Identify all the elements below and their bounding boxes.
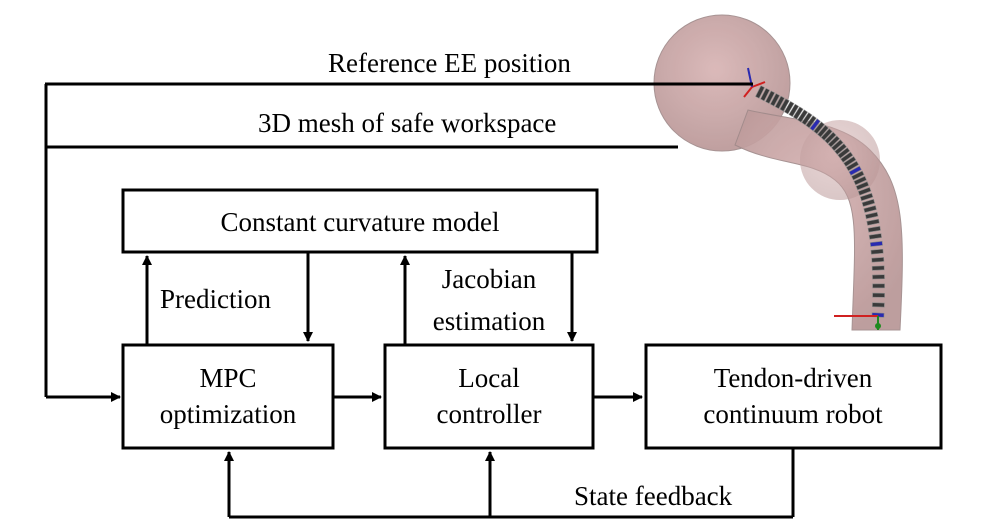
robot-disc	[845, 160, 860, 172]
robot-disc	[872, 292, 885, 298]
robot-disc	[853, 175, 867, 186]
robot-disc	[805, 115, 817, 129]
model-arrows	[142, 252, 577, 345]
state-feedback-label: State feedback	[574, 481, 733, 511]
robot-disc	[837, 147, 851, 159]
robot-disc	[770, 93, 780, 107]
robot-block-line1: Tendon-driven	[714, 363, 873, 393]
feedback-lines	[224, 448, 795, 519]
robot-disc	[755, 85, 765, 99]
robot-disc	[809, 118, 821, 132]
robot-disc	[872, 283, 885, 289]
robot-disc	[765, 90, 776, 104]
mpc-block	[121, 343, 335, 450]
model-block	[121, 188, 599, 254]
robot-disc	[843, 156, 857, 167]
robot-disc	[861, 198, 876, 207]
robot-disc	[779, 98, 790, 112]
robot-disc	[760, 87, 771, 102]
robot-disc	[871, 257, 885, 263]
robot-disc	[827, 135, 841, 148]
robot-disc	[868, 233, 882, 240]
robot-disc	[859, 192, 874, 202]
robot-disc	[774, 95, 785, 110]
robot-disc	[865, 211, 879, 220]
robot-workspace-illustration	[653, 14, 903, 331]
reference-ee-label: Reference EE position	[328, 48, 571, 78]
robot-disc	[872, 274, 885, 280]
robot-disc	[871, 265, 885, 271]
robot-disc	[831, 139, 844, 152]
prediction-label: Prediction	[160, 284, 271, 314]
mpc-block-line2: optimization	[160, 399, 297, 429]
robot-block	[644, 343, 943, 450]
robot-block-line2: continuum robot	[703, 399, 883, 429]
robot-disc	[866, 218, 880, 226]
robot-disc	[813, 121, 825, 135]
mesh-label: 3D mesh of safe workspace	[258, 108, 556, 138]
robot-disc	[824, 131, 837, 145]
local-block-line2: controller	[437, 399, 542, 429]
base-frame-icon	[834, 315, 881, 330]
robot-disc	[867, 225, 881, 233]
robot-disc	[872, 302, 885, 308]
robot-disc	[788, 103, 800, 117]
robot-disc	[834, 143, 847, 155]
robot-disc	[817, 124, 829, 138]
robot-disc	[784, 101, 795, 115]
jacobian-label-line1: Jacobian	[442, 264, 537, 294]
local-block-line1: Local	[458, 363, 519, 393]
robot-disc	[870, 248, 884, 255]
robot-disc	[792, 106, 804, 120]
jacobian-label-line2: estimation	[433, 306, 546, 336]
robot-disc	[869, 240, 883, 247]
robot-disc	[855, 181, 870, 191]
local-controller-block	[383, 343, 595, 450]
continuum-robot-body	[755, 85, 885, 318]
model-block-label: Constant curvature model	[221, 207, 500, 237]
robot-disc	[840, 151, 854, 163]
robot-disc	[851, 170, 865, 181]
robot-disc	[848, 165, 862, 176]
robot-disc	[797, 109, 808, 123]
robot-disc	[863, 205, 877, 213]
robot-disc	[801, 112, 813, 126]
input-lines	[44, 82, 753, 402]
mpc-block-line1: MPC	[199, 363, 256, 393]
robot-disc	[820, 128, 833, 141]
robot-disc	[857, 186, 872, 196]
